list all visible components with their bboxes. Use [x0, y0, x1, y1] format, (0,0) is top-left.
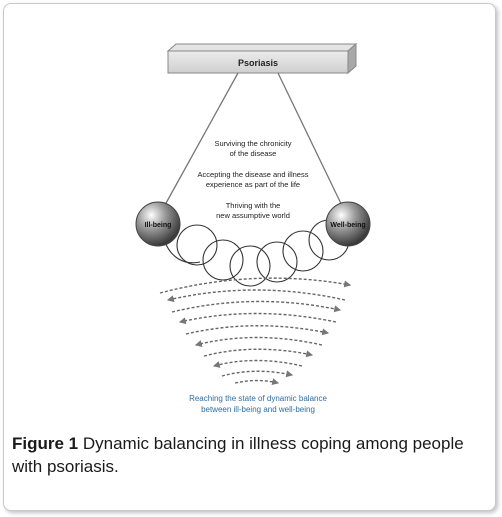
- ring-chain: [161, 219, 350, 287]
- ill-being-ball: Ill-being: [135, 201, 181, 247]
- right-string: [277, 72, 347, 215]
- stage-2-line-2: experience as part of the life: [206, 180, 300, 189]
- well-being-label: Well-being: [330, 222, 365, 229]
- stage-1-line-2: of the disease: [230, 149, 277, 158]
- well-being-ball: Well-being: [325, 201, 371, 247]
- caption-label: Figure 1: [12, 434, 79, 453]
- balance-arcs: [159, 277, 352, 385]
- figure-frame: [3, 3, 496, 511]
- caption-text: Dynamic balancing in illness coping amon…: [12, 434, 464, 476]
- stage-2-line-1: Accepting the disease and illness: [198, 170, 309, 179]
- stage-3-line-2: new assumptive world: [216, 211, 290, 220]
- stage-1-line-1: Surviving the chronicity: [214, 139, 291, 148]
- left-string: [159, 72, 239, 215]
- psoriasis-label: Psoriasis: [238, 58, 278, 68]
- diagram: Psoriasis Surviving the chronicity of th…: [135, 42, 371, 414]
- bottom-line-2: between ill-being and well-being: [201, 405, 315, 414]
- psoriasis-bar: Psoriasis: [166, 42, 358, 75]
- figure-caption: Figure 1 Dynamic balancing in illness co…: [12, 432, 484, 478]
- stage-3-line-1: Thriving with the: [226, 201, 281, 210]
- ill-being-label: Ill-being: [145, 222, 172, 229]
- bottom-line-1: Reaching the state of dynamic balance: [189, 394, 327, 403]
